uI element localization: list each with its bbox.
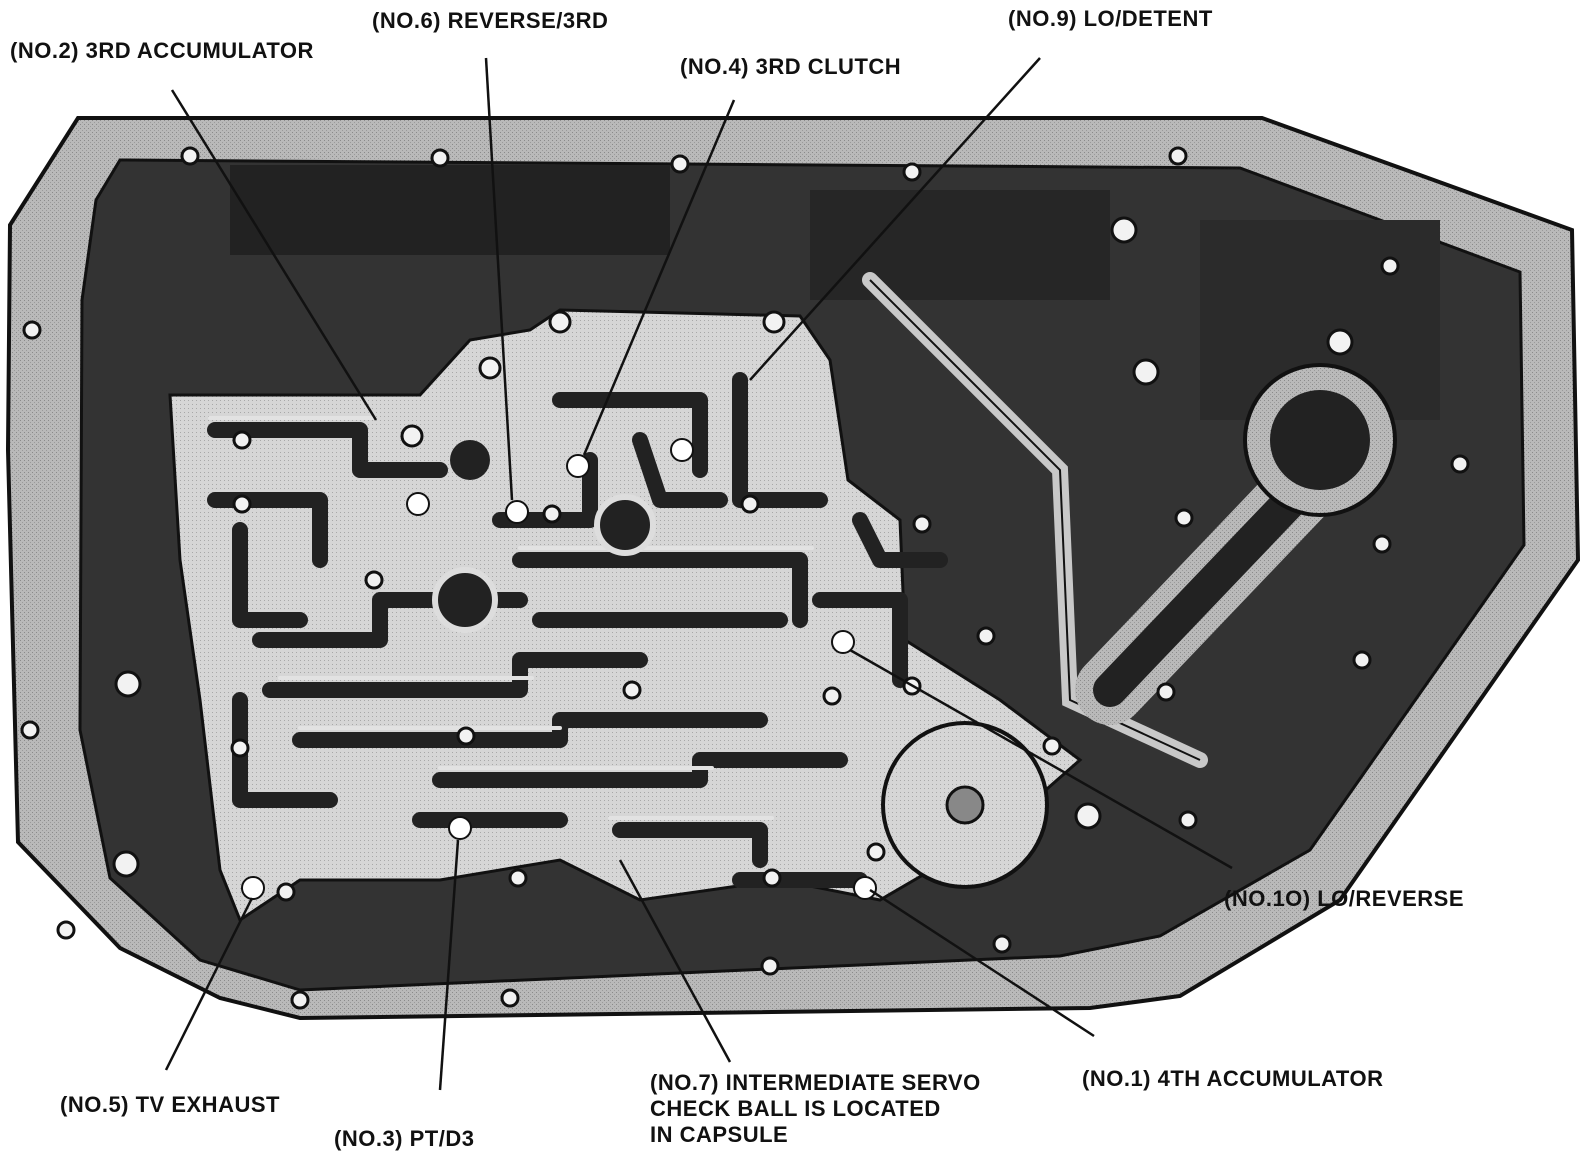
label-no7-line2: CHECK BALL IS LOCATED [650, 1096, 941, 1121]
label-no3-pt-d3: (NO.3) PT/D3 [334, 1126, 475, 1151]
bolt-holes [20, 146, 1470, 1010]
label-no1-4th-accumulator: (NO.1) 4TH ACCUMULATOR [1082, 1066, 1384, 1091]
label-no9-lo-detent: (NO.9) LO/DETENT [1008, 6, 1213, 31]
leader-no2 [170, 89, 378, 421]
bore [594, 494, 656, 556]
recess [810, 190, 1110, 300]
leader-no9 [749, 57, 1041, 381]
leader-no7 [618, 859, 732, 1063]
leader-lines [164, 57, 1233, 1091]
leader-no1 [869, 888, 1095, 1038]
check-ball-no1 [853, 876, 877, 900]
check-ball-no3 [448, 816, 472, 840]
check-ball-no10 [831, 630, 855, 654]
label-no7-line1: (NO.7) INTERMEDIATE SERVO [650, 1070, 981, 1095]
recess [230, 165, 670, 255]
leader-no6 [484, 57, 514, 501]
label-no4-3rd-clutch: (NO.4) 3RD CLUTCH [680, 54, 902, 79]
leader-no3 [438, 839, 460, 1091]
leader-no5 [164, 897, 254, 1071]
check-ball-no4 [566, 454, 590, 478]
leader-no4 [582, 99, 736, 456]
bore [432, 567, 498, 633]
leader-no10 [849, 648, 1233, 870]
bore [450, 440, 490, 480]
check-balls [241, 438, 877, 900]
label-no7-intermediate-servo: (NO.7) INTERMEDIATE SERVO CHECK BALL IS … [650, 1070, 981, 1148]
check-ball-no6 [505, 500, 529, 524]
label-no2-3rd-accumulator: (NO.2) 3RD ACCUMULATOR [10, 38, 314, 63]
check-ball-no5 [241, 876, 265, 900]
label-no10-lo-reverse: (NO.1O) LO/REVERSE [1224, 886, 1465, 911]
label-no6-reverse-3rd: (NO.6) REVERSE/3RD [372, 8, 609, 33]
check-ball-no9 [670, 438, 694, 462]
passage-walls [208, 416, 814, 820]
label-no5-tv-exhaust: (NO.5) TV EXHAUST [60, 1092, 280, 1117]
label-no7-line3: IN CAPSULE [650, 1122, 789, 1147]
check-ball-no2 [406, 492, 430, 516]
